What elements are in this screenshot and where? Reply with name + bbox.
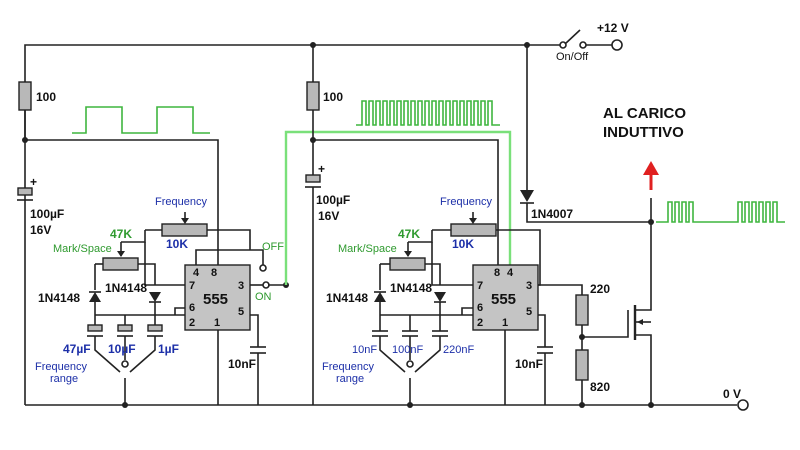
res-220-label: 220 (590, 282, 610, 296)
stage1-range-label-2: range (50, 373, 78, 385)
stage1-pot-freq-label: 10K (166, 237, 188, 251)
load-arrow-icon (643, 161, 659, 190)
stage1-pot-markspace (102, 257, 139, 271)
stage1-range-label-1: Frequency (35, 361, 87, 373)
ground-label: 0 V (723, 387, 741, 401)
stage2-frequency-label: Frequency (440, 196, 492, 208)
stage2-diode-b-label: 1N4148 (390, 281, 432, 295)
output-stage (520, 45, 654, 408)
stage1-ic-label: 555 (203, 291, 228, 308)
ground-rail (25, 399, 749, 411)
stage2-pot-frequency (450, 223, 497, 237)
stage1-wiring (87, 212, 289, 408)
stage2-cap-label: 100µF (316, 193, 350, 207)
stage1-pin3: 3 (238, 280, 244, 292)
stage1-pin5-cap-label: 10nF (228, 357, 256, 371)
stage2-pin2: 2 (477, 317, 483, 329)
stage2-res-label: 100 (323, 90, 343, 104)
supply-terminal (611, 39, 623, 51)
stage2-pot-ms-label: 47K (398, 227, 420, 241)
stage2-range-label-2: range (336, 373, 364, 385)
supply-label: +12 V (597, 21, 629, 35)
stage1-pot-ms-label: 47K (110, 227, 132, 241)
stage2-pin1: 1 (502, 317, 508, 329)
diode-1n4007-label: 1N4007 (531, 207, 573, 221)
stage1-waveform (72, 106, 210, 134)
stage2-pin8: 8 (494, 267, 500, 279)
ground-terminal (737, 399, 749, 411)
stage2-cap-voltage: 16V (318, 209, 339, 223)
onoff-switch (559, 29, 587, 49)
stage1-pot-frequency (161, 223, 208, 237)
pulldown-resistor-820 (575, 349, 589, 381)
stage1-pin4: 4 (193, 267, 200, 279)
gate-resistor-220 (575, 294, 589, 326)
stage2-waveform (356, 100, 500, 126)
switch-off-label: OFF (262, 241, 284, 253)
onoff-label: On/Off (556, 51, 589, 63)
stage1-resistor-100 (18, 81, 32, 111)
stage1-diode-a-label: 1N4148 (38, 291, 80, 305)
svg-text:+: + (318, 162, 325, 176)
stage1-c3-label: 1µF (158, 342, 179, 356)
switch-on-label: ON (255, 291, 272, 303)
stage1-cap-100uf (17, 187, 33, 196)
svg-text:+: + (30, 175, 37, 189)
stage1-markspace-label: Mark/Space (53, 243, 112, 255)
stage2-pin5: 5 (526, 306, 532, 318)
stage2-cap-100uf (305, 174, 321, 183)
stage2-supply: + (305, 45, 499, 405)
stage1-pin1: 1 (214, 317, 220, 329)
stage1-frequency-label: Frequency (155, 196, 207, 208)
stage1-pin6: 6 (189, 302, 195, 314)
stage2-markspace-label: Mark/Space (338, 243, 397, 255)
res-820-label: 820 (590, 380, 610, 394)
stage2-pot-markspace (389, 257, 426, 271)
stage2-pin3: 3 (526, 280, 532, 292)
stage1-c1-label: 47µF (63, 342, 91, 356)
stage2-pin5-cap-label: 10nF (515, 357, 543, 371)
stage1-cap-voltage: 16V (30, 223, 51, 237)
stage1-c2-label: 10µF (108, 342, 136, 356)
load-label-line2: INDUTTIVO (603, 124, 684, 141)
load-label-line1: AL CARICO (603, 105, 686, 122)
stage2-pin6: 6 (477, 302, 483, 314)
stage1-res-label: 100 (36, 90, 56, 104)
stage2-c1-label: 10nF (352, 344, 377, 356)
stage1-supply: + (17, 81, 219, 265)
stage2-pot-freq-label: 10K (452, 237, 474, 251)
stage-link-green-wire (284, 130, 512, 285)
stage2-ic-label: 555 (491, 291, 516, 308)
stage1-diode-b-label: 1N4148 (105, 281, 147, 295)
stage2-c3-label: 220nF (443, 344, 474, 356)
output-waveform (656, 201, 785, 223)
stage1-pin2: 2 (189, 317, 195, 329)
stage1-ic-555 (184, 264, 251, 331)
stage2-diode-a-label: 1N4148 (326, 291, 368, 305)
stage2-pin7: 7 (477, 280, 483, 292)
stage2-c2-label: 100nF (392, 344, 423, 356)
stage2-range-label-1: Frequency (322, 361, 374, 373)
stage1-pin5: 5 (238, 306, 244, 318)
stage1-pin8: 8 (211, 267, 217, 279)
stage1-cap-label: 100µF (30, 207, 64, 221)
stage2-pin4: 4 (507, 267, 514, 279)
stage1-pin7: 7 (189, 280, 195, 292)
stage2-resistor-100 (306, 81, 320, 111)
